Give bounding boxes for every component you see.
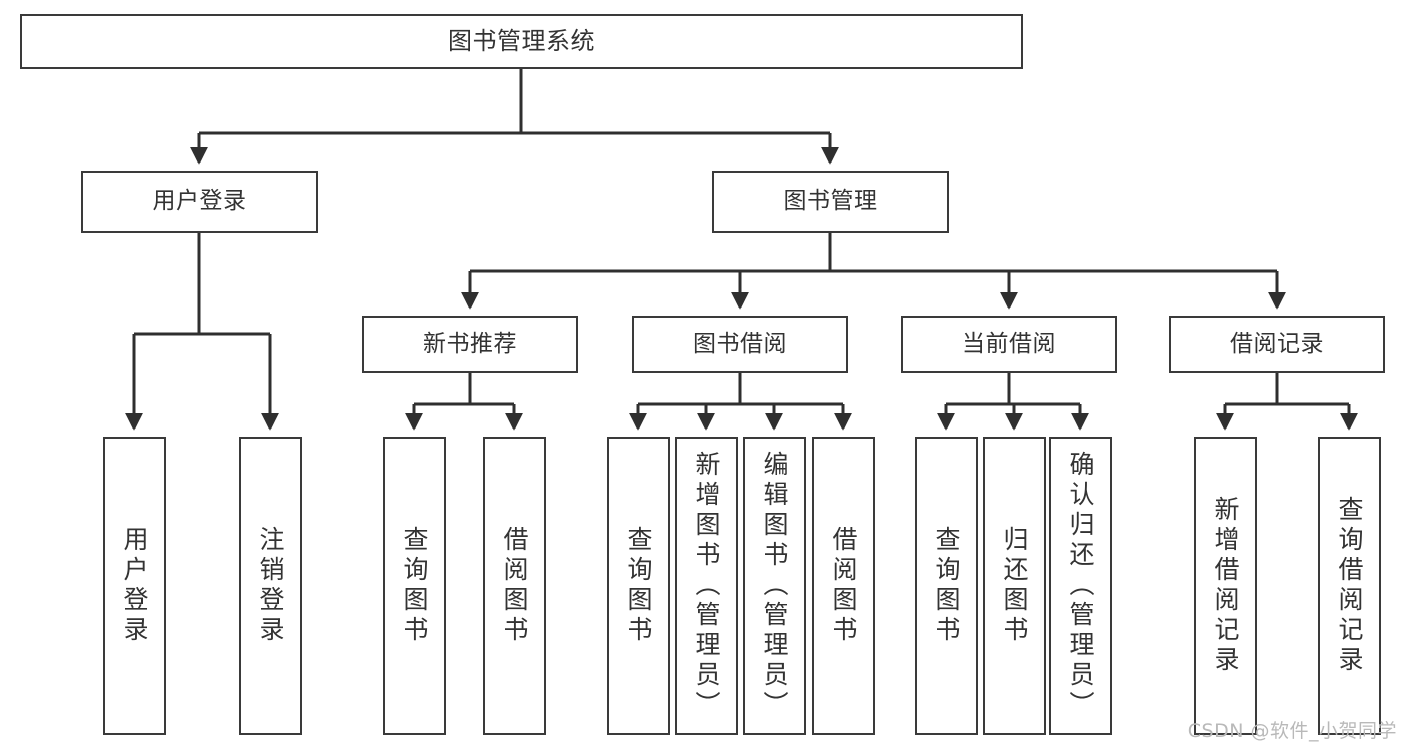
watermark-text: CSDN @软件_小贺同学 — [1187, 720, 1397, 742]
node-label: 图书管理 — [783, 188, 878, 215]
node-label: 用户登录 — [120, 526, 149, 646]
leaf-borrow-edit-book-admin[interactable]: 编辑图书（管理员） — [743, 437, 806, 735]
leaf-borrow-add-book-admin[interactable]: 新增图书（管理员） — [675, 437, 738, 735]
node-label: 查询图书 — [932, 526, 961, 646]
node-label: 查询借阅记录 — [1335, 496, 1364, 676]
leaf-record-add-record[interactable]: 新增借阅记录 — [1194, 437, 1257, 735]
node-user-login[interactable]: 用户登录 — [81, 171, 318, 233]
node-label: 借阅图书 — [500, 526, 529, 646]
node-label: 图书借阅 — [693, 330, 787, 357]
node-label: 归还图书 — [1000, 526, 1029, 646]
node-label: 用户登录 — [152, 188, 247, 215]
node-root-system[interactable]: 图书管理系统 — [20, 14, 1023, 69]
leaf-borrow-query-book[interactable]: 查询图书 — [607, 437, 670, 735]
node-new-book-recommend[interactable]: 新书推荐 — [362, 316, 578, 373]
node-borrow-record[interactable]: 借阅记录 — [1169, 316, 1385, 373]
node-label: 编辑图书（管理员） — [760, 451, 789, 721]
node-label: 新增借阅记录 — [1211, 496, 1240, 676]
leaf-current-return-book[interactable]: 归还图书 — [983, 437, 1046, 735]
node-label: 注销登录 — [256, 526, 285, 646]
node-label: 查询图书 — [400, 526, 429, 646]
node-book-management[interactable]: 图书管理 — [712, 171, 949, 233]
node-label: 借阅图书 — [829, 526, 858, 646]
leaf-current-confirm-return-admin[interactable]: 确认归还（管理员） — [1049, 437, 1112, 735]
leaf-record-query-record[interactable]: 查询借阅记录 — [1318, 437, 1381, 735]
leaf-borrow-borrow-book[interactable]: 借阅图书 — [812, 437, 875, 735]
leaf-recommend-query-book[interactable]: 查询图书 — [383, 437, 446, 735]
node-current-borrow[interactable]: 当前借阅 — [901, 316, 1117, 373]
node-label: 确认归还（管理员） — [1066, 451, 1095, 721]
node-label: 图书管理系统 — [448, 27, 595, 56]
node-label: 新书推荐 — [423, 330, 517, 357]
node-label: 当前借阅 — [962, 330, 1056, 357]
leaf-user-login-signout[interactable]: 注销登录 — [239, 437, 302, 735]
node-label: 查询图书 — [624, 526, 653, 646]
node-label: 新增图书（管理员） — [692, 451, 721, 721]
leaf-recommend-borrow-book[interactable]: 借阅图书 — [483, 437, 546, 735]
node-label: 借阅记录 — [1230, 330, 1324, 357]
leaf-user-login-signin[interactable]: 用户登录 — [103, 437, 166, 735]
leaf-current-query-book[interactable]: 查询图书 — [915, 437, 978, 735]
node-book-borrow[interactable]: 图书借阅 — [632, 316, 848, 373]
